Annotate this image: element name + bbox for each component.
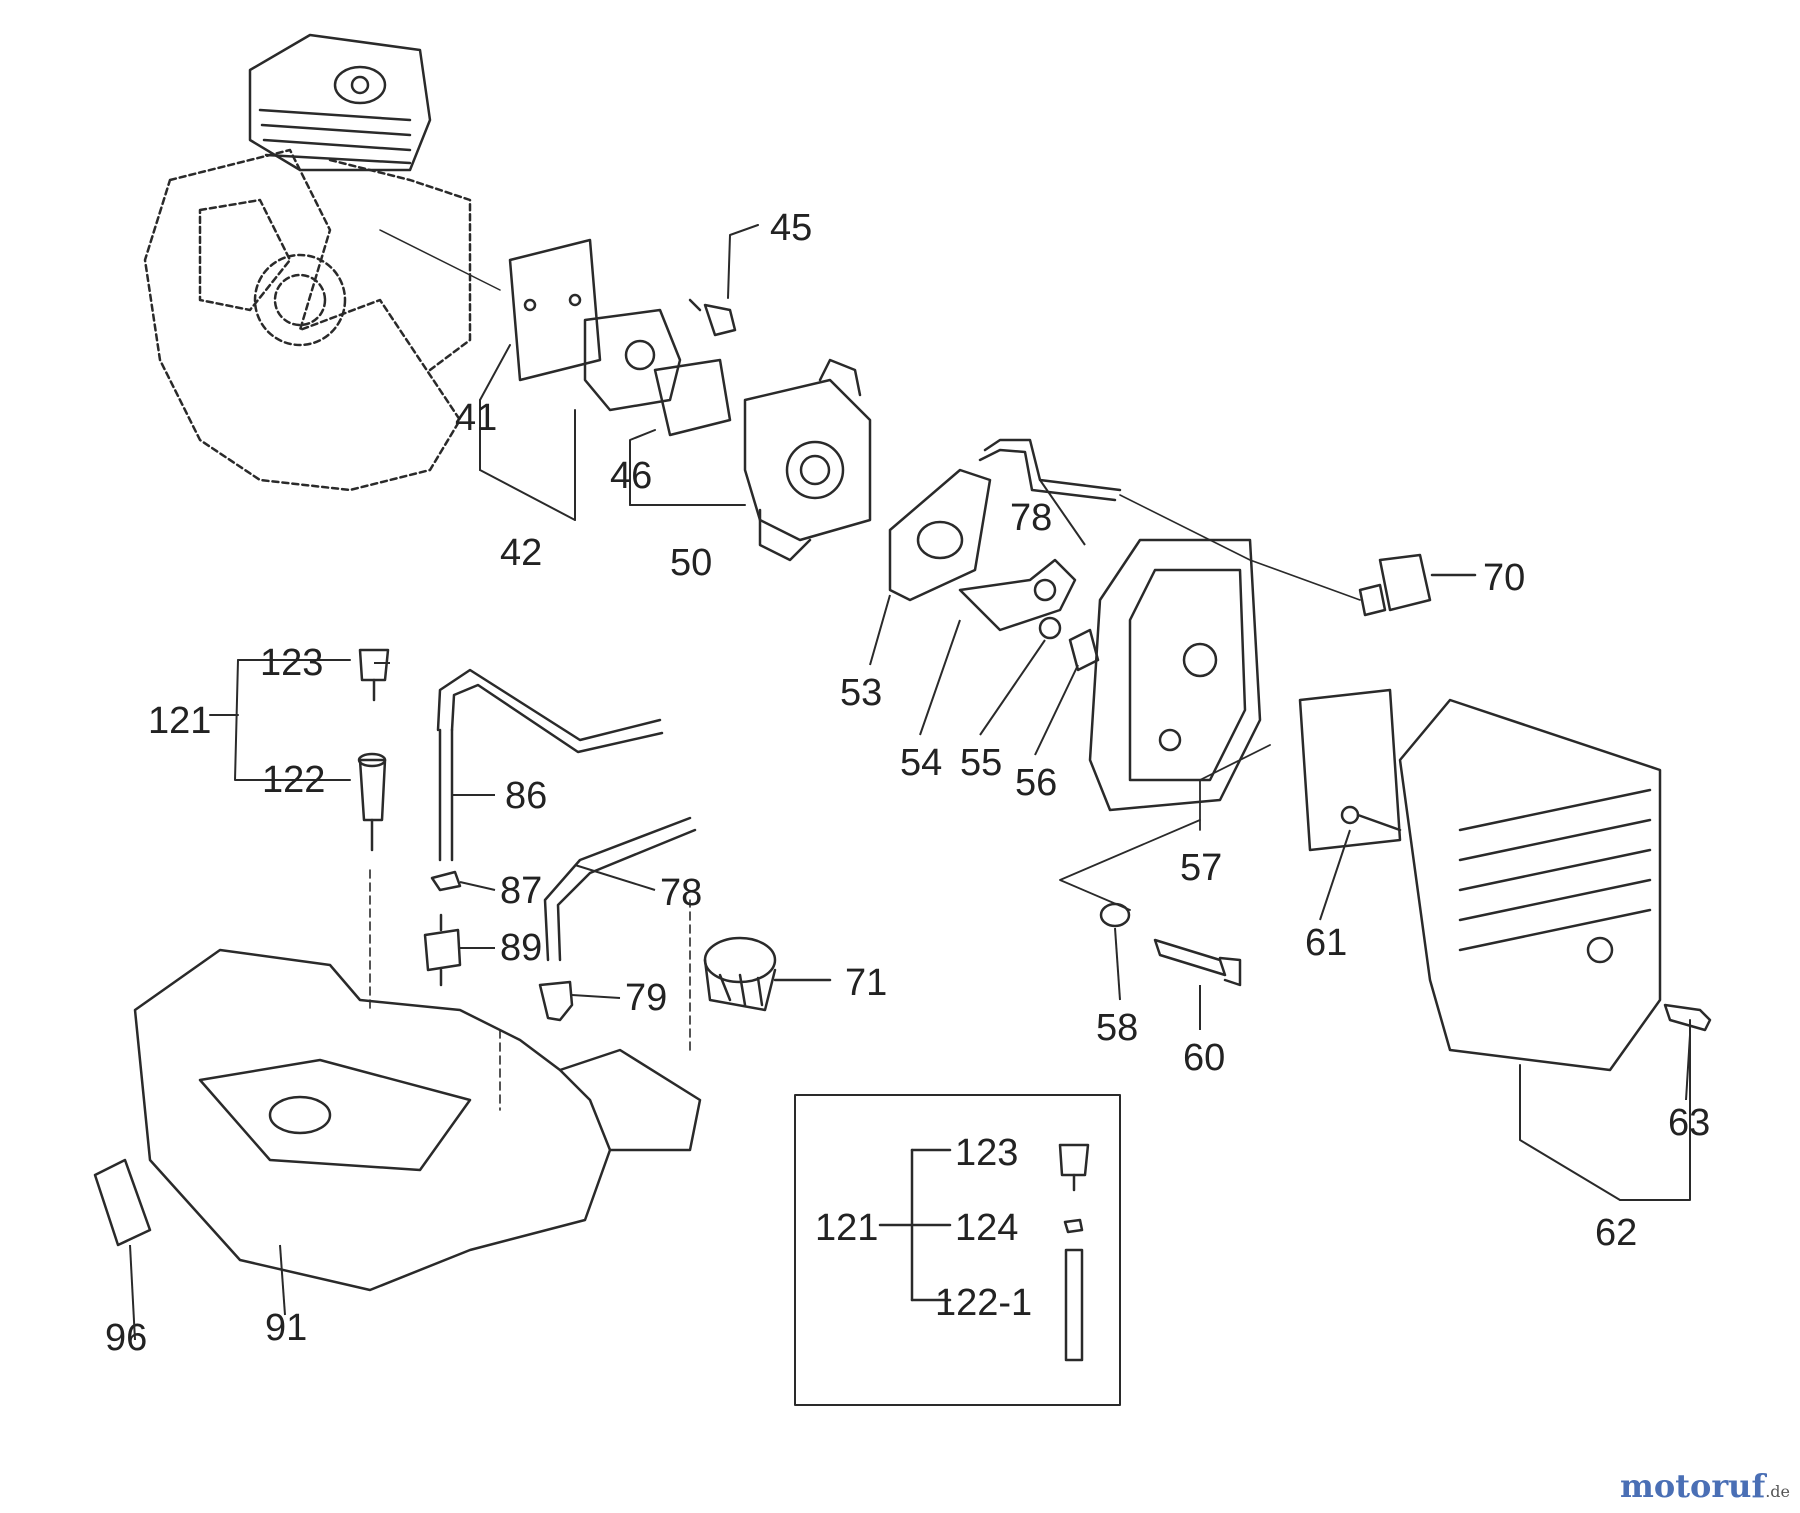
label-78-lower: 78 — [660, 872, 702, 914]
label-50: 50 — [670, 542, 712, 584]
fuel-hose-86 — [436, 668, 664, 862]
bracket-121 — [209, 659, 351, 781]
label-71: 71 — [845, 962, 887, 1004]
cylinder-head — [248, 33, 432, 172]
grommet-79 — [538, 980, 574, 1022]
plate-54 — [958, 558, 1077, 632]
fuel-hose-78-lower — [543, 816, 697, 962]
label-121: 121 — [148, 700, 211, 742]
leader-lines-tank — [369, 869, 691, 1111]
bolt-60 — [1153, 938, 1242, 987]
cap-123 — [358, 648, 390, 702]
label-41: 41 — [455, 397, 497, 439]
clip-87 — [430, 870, 462, 892]
guard-96 — [93, 1158, 152, 1247]
fuel-filter-89 — [423, 913, 462, 987]
label-86: 86 — [505, 775, 547, 817]
leader-lines-top — [479, 224, 759, 521]
label-46: 46 — [610, 455, 652, 497]
label-78-upper: 78 — [1010, 497, 1052, 539]
label-45: 45 — [770, 207, 812, 249]
fuel-tank-91 — [133, 948, 702, 1292]
screw-63 — [1663, 1003, 1712, 1032]
label-42: 42 — [500, 532, 542, 574]
gasket-41 — [508, 238, 602, 382]
inset-label-122-1: 122-1 — [935, 1282, 1032, 1324]
cover-62 — [1398, 698, 1662, 1072]
washer-58 — [1099, 902, 1131, 928]
label-leaders — [129, 479, 1691, 1341]
screw-45 — [688, 298, 737, 337]
label-87: 87 — [500, 870, 542, 912]
label-58: 58 — [1096, 1007, 1138, 1049]
inset-label-124: 124 — [955, 1207, 1018, 1249]
gasket-53 — [888, 468, 992, 602]
label-122: 122 — [262, 759, 325, 801]
carburetor-50 — [743, 358, 872, 562]
cleaner-base-57 — [1088, 538, 1262, 812]
pickup-122 — [357, 752, 387, 852]
tank-cap-71 — [703, 936, 832, 1012]
label-123: 123 — [260, 642, 323, 684]
gasket-46 — [653, 358, 732, 437]
label-57: 57 — [1180, 847, 1222, 889]
label-91: 91 — [265, 1307, 307, 1349]
label-63: 63 — [1668, 1102, 1710, 1144]
label-53: 53 — [840, 672, 882, 714]
engine-block — [143, 148, 472, 492]
watermark-logo: motoruf.de — [1620, 1467, 1790, 1505]
label-79: 79 — [625, 977, 667, 1019]
leader-lines-62 — [1519, 1019, 1691, 1201]
collar-56 — [1068, 628, 1100, 672]
inset-label-123: 123 — [955, 1132, 1018, 1174]
inset-box — [794, 1094, 1121, 1406]
assembly-line-1 — [379, 229, 501, 291]
insulator-42 — [583, 308, 682, 412]
inset-label-121: 121 — [815, 1207, 878, 1249]
part-labels: 45 41 42 46 50 78 70 53 54 55 56 57 61 6… — [105, 207, 1710, 1359]
label-96: 96 — [105, 1317, 147, 1359]
watermark-brand: motoruf — [1619, 1467, 1766, 1505]
label-54: 54 — [900, 742, 942, 784]
leader-lines-57 — [1059, 744, 1271, 911]
label-62: 62 — [1595, 1212, 1637, 1254]
fuel-hose-78-upper — [978, 438, 1122, 502]
primer-70 — [1358, 553, 1477, 617]
label-60: 60 — [1183, 1037, 1225, 1079]
label-61: 61 — [1305, 922, 1347, 964]
watermark-tld: .de — [1765, 1482, 1790, 1501]
label-56: 56 — [1015, 762, 1057, 804]
label-89: 89 — [500, 927, 542, 969]
label-55: 55 — [960, 742, 1002, 784]
element-61 — [1298, 688, 1402, 852]
label-70: 70 — [1483, 557, 1525, 599]
o-ring-55 — [1038, 616, 1062, 640]
